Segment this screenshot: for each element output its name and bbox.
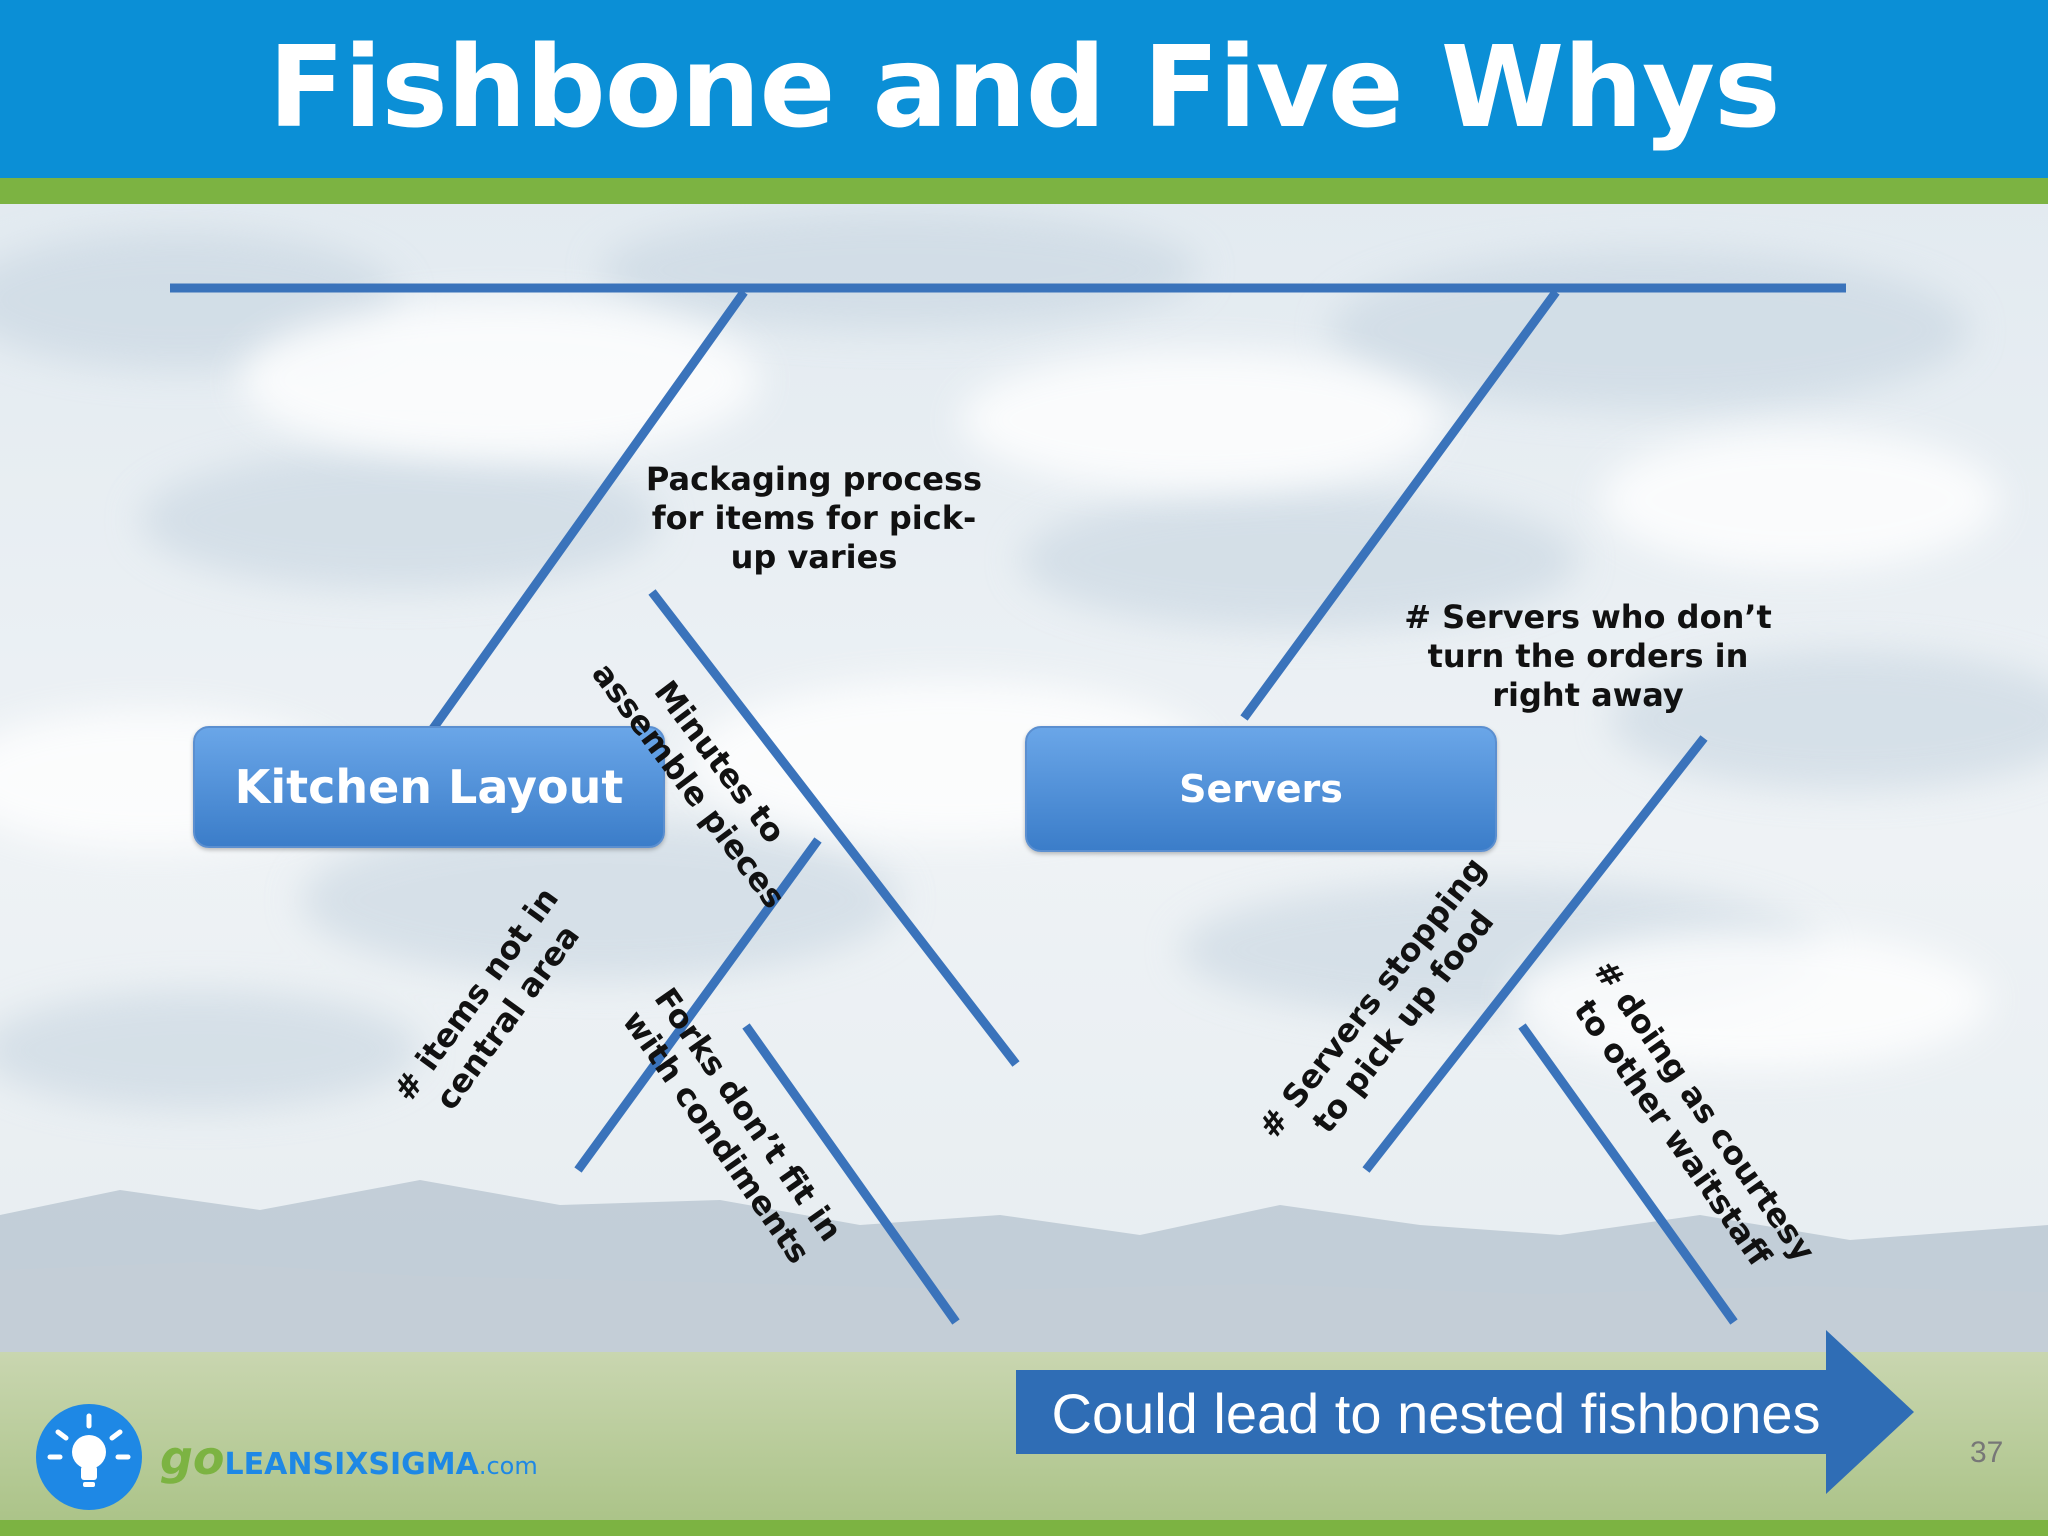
callout-arrow [1016,1330,1914,1494]
cause-packaging-process: Packaging process for items for pick- up… [645,460,983,577]
logo-leansixsigma: LEANSIXSIGMA [224,1447,479,1482]
title-bar: Fishbone and Five Whys [0,0,2048,178]
bottom-green-band [0,1520,2048,1536]
category-box-servers: Servers [1025,726,1497,852]
callout-text: Could lead to nested fishbones [1051,1382,1821,1445]
logo-go: go [160,1431,225,1485]
kitchen-layout-bone [428,289,748,733]
servers-stopping-bone [1362,735,1708,1173]
brand-logo-text: goLEANSIXSIGMA.com [160,1430,538,1486]
slide-title: Fishbone and Five Whys [268,23,1780,153]
courtesy-bone [1518,1023,1738,1325]
minutes-bone [648,589,1020,1067]
lightbulb-logo-icon [36,1404,142,1510]
items-not-central-bone [574,837,822,1173]
logo-dotcom: .com [478,1452,538,1480]
category-box-kitchen-layout: Kitchen Layout [193,726,665,848]
green-accent-band [0,178,2048,204]
page-number: 37 [1970,1436,2004,1469]
cause-servers-orders: # Servers who don’t turn the orders in r… [1404,598,1772,715]
forks-bone [742,1023,960,1325]
servers-bone [1240,289,1560,721]
